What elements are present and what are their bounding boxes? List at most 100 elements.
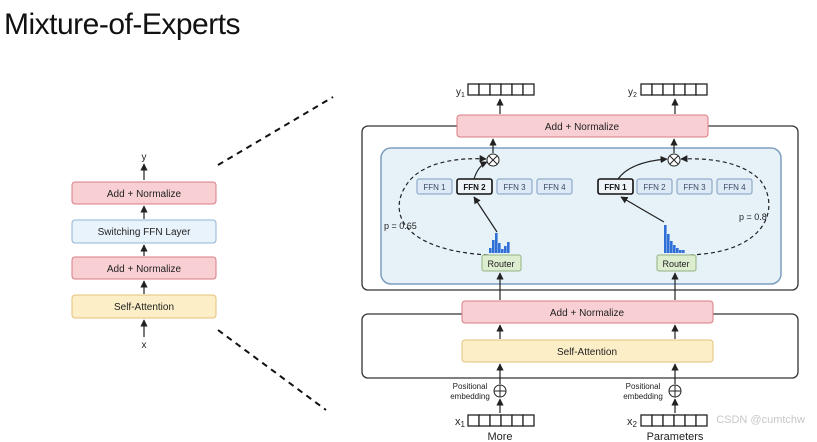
router-histogram-left — [489, 233, 510, 253]
output-vector-y2-cell — [684, 83, 697, 96]
input-vector-x2-cell — [651, 414, 664, 427]
router-bar — [492, 240, 495, 253]
pe-left-line1: Positional — [453, 382, 488, 391]
watermark: CSDN @cumtchw — [716, 414, 805, 426]
arrow-router-to-ffn2 — [473, 196, 498, 233]
input-vector-x2-cell — [673, 414, 686, 427]
arrow-router-to-ffn1 — [620, 196, 665, 223]
input-vector-x2-cell — [662, 414, 675, 427]
expert-right-2-label: FFN 2 — [643, 183, 666, 192]
self-attention — [461, 339, 714, 363]
input-vector-x2-cell — [684, 414, 697, 427]
router-bar — [498, 243, 501, 253]
token-more: More — [487, 431, 512, 442]
expert-right-4 — [716, 178, 753, 195]
input-vector-x1-cell — [467, 414, 480, 427]
router-bar — [673, 245, 676, 253]
input-vector-x2 — [640, 414, 708, 427]
pe-right-line2: embedding — [623, 392, 663, 401]
expert-left-1-label: FFN 1 — [423, 183, 446, 192]
self-attention-label: Self-Attention — [557, 347, 617, 358]
right-probability: p = 0.8 — [739, 212, 767, 222]
left-add-normalize-bottom-label: Add + Normalize — [107, 264, 182, 275]
plus-icon-right — [669, 385, 681, 397]
left-transformer-stack: y Add + Normalize Switching FFN Layer Ad… — [71, 152, 217, 351]
router-bar — [664, 225, 667, 253]
expert-left-3-label: FFN 3 — [503, 183, 526, 192]
experts-left: FFN 1 FFN 2 FFN 3 FFN 4 — [416, 178, 573, 195]
left-switching-ffn — [71, 219, 217, 244]
output-y1-label: y1 — [456, 87, 465, 99]
expert-right-1 — [597, 178, 634, 195]
multiply-icon-left — [488, 155, 498, 165]
arrow-ffn2-to-combine — [473, 161, 488, 180]
output-vector-y1-cell — [522, 83, 535, 96]
output-vector-y1-cell — [489, 83, 502, 96]
multiply-icon-right — [669, 155, 679, 165]
experts-right: FFN 1 FFN 2 FFN 3 FFN 4 — [597, 178, 753, 195]
output-y2: y2 — [628, 83, 708, 99]
left-self-attention — [71, 294, 217, 319]
router-bar — [501, 249, 504, 253]
router-right — [656, 254, 697, 272]
output-vector-y2-cell — [651, 83, 664, 96]
output-vector-y2-cell — [662, 83, 675, 96]
output-vector-y2-cell — [695, 83, 708, 96]
router-bar — [679, 250, 682, 253]
left-output-label: y — [142, 152, 147, 163]
expert-right-3 — [676, 178, 713, 195]
output-vector-y2-cell — [673, 83, 686, 96]
add-normalize-bottom-label: Add + Normalize — [550, 308, 625, 319]
router-left — [481, 254, 522, 272]
moe-panel — [380, 147, 782, 285]
expert-right-2 — [636, 178, 673, 195]
plus-icon-left — [494, 385, 506, 397]
router-histogram-right — [664, 225, 685, 253]
expert-left-4-label: FFN 4 — [543, 183, 566, 192]
arrow-ffn1-to-combine — [617, 155, 668, 180]
expert-right-1-label: FFN 1 — [604, 183, 627, 192]
output-vector-y1-cell — [511, 83, 524, 96]
expert-right-3-label: FFN 3 — [683, 183, 706, 192]
output-y1: y1 — [456, 83, 535, 99]
pe-right-line1: Positional — [626, 382, 661, 391]
token-parameters: Parameters — [647, 431, 704, 442]
output-vector-y2-cell — [640, 83, 653, 96]
router-bar — [489, 248, 492, 253]
left-input-label: x — [142, 340, 147, 351]
input-vector-x2-cell — [640, 414, 653, 427]
left-switching-ffn-label: Switching FFN Layer — [98, 227, 191, 238]
router-bar — [676, 248, 679, 253]
output-vector-y1-cell — [467, 83, 480, 96]
zoom-line-top — [217, 96, 334, 166]
expert-left-2-label: FFN 2 — [463, 183, 486, 192]
input-vector-x1-cell — [500, 414, 513, 427]
router-left-label: Router — [487, 259, 514, 269]
zoom-line-bottom — [217, 329, 327, 411]
output-y2-label: y2 — [628, 87, 637, 99]
expert-left-4 — [536, 178, 573, 195]
prob-path-right — [680, 155, 770, 256]
expert-right-4-label: FFN 4 — [723, 183, 746, 192]
page-title: Mixture-of-Experts — [4, 8, 241, 41]
left-add-normalize-top-label: Add + Normalize — [107, 189, 182, 200]
router-right-label: Router — [662, 259, 689, 269]
router-bar — [682, 250, 685, 253]
add-normalize-top — [456, 114, 709, 138]
left-add-normalize-bottom — [71, 256, 217, 280]
add-normalize-bottom — [461, 300, 714, 324]
input-vector-x2-cell — [695, 414, 708, 427]
input-x1-label: x1 — [455, 416, 466, 429]
input-vector-x1-cell — [478, 414, 491, 427]
input-vector-x1 — [467, 414, 535, 427]
add-normalize-top-label: Add + Normalize — [545, 122, 620, 133]
pe-left-line2: embedding — [450, 392, 490, 401]
router-bar — [667, 234, 670, 253]
expert-left-3 — [496, 178, 533, 195]
router-bar — [670, 241, 673, 253]
router-bar — [507, 242, 510, 253]
router-bar — [495, 233, 498, 253]
input-x2-label: x2 — [627, 416, 638, 429]
input-vector-x1-cell — [522, 414, 535, 427]
